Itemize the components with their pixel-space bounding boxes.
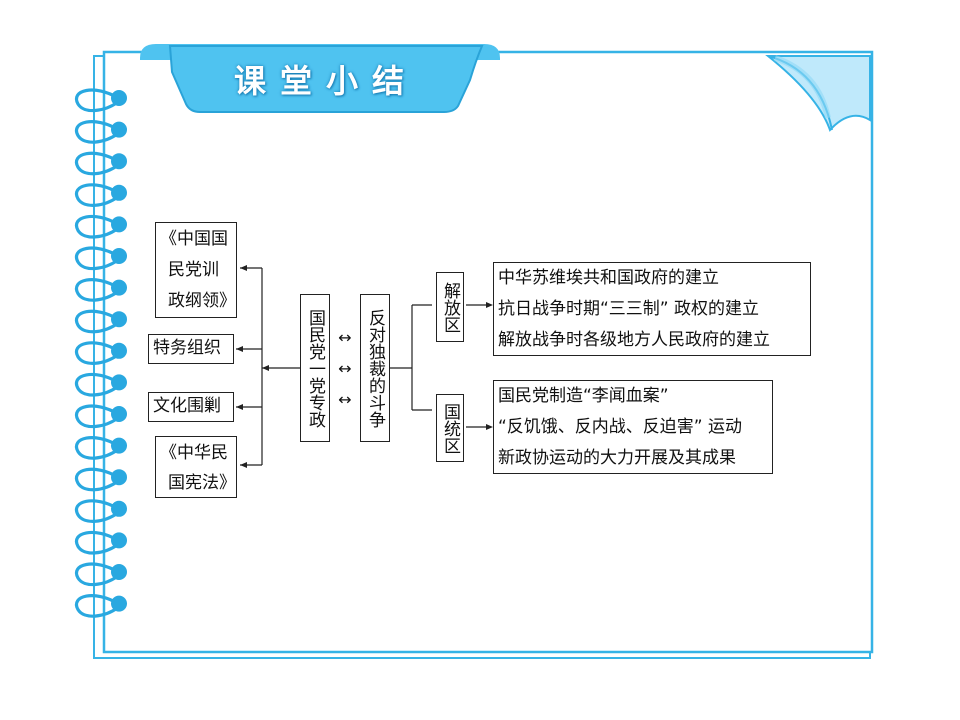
list-item: 国民党制造“李闻血案” bbox=[498, 386, 669, 406]
ring-hole-icon bbox=[111, 279, 127, 296]
vertical-label: 国统区 bbox=[440, 402, 460, 454]
box-line: 《中国国 bbox=[160, 229, 228, 249]
box-training-program: 《中国国 民党训 政纲领》 bbox=[155, 222, 239, 320]
box-label: 文化围剿 bbox=[153, 396, 221, 416]
box-one-party-rule: 国民党一党专政 bbox=[300, 294, 332, 444]
ring-hole-icon bbox=[111, 184, 127, 201]
spiral-ring-icon bbox=[74, 183, 119, 207]
spiral-ring-icon bbox=[74, 278, 119, 302]
ring-hole-icon bbox=[111, 153, 127, 170]
box-label: 特务组织 bbox=[153, 338, 221, 358]
ring-hole-icon bbox=[111, 564, 127, 580]
double-arrow-icon: ↔ bbox=[338, 359, 352, 378]
box-line: 民党训 bbox=[168, 260, 219, 280]
spiral-ring-icon bbox=[74, 88, 119, 113]
spiral-ring-icon bbox=[74, 246, 119, 271]
spiral-ring-icon bbox=[74, 562, 119, 587]
box-liberated-items: 中华苏维埃共和国政府的建立 抗日战争时期“三三制” 政权的建立 解放战争时各级地… bbox=[493, 262, 813, 358]
spiral-ring-icon bbox=[74, 499, 119, 523]
ring-hole-icon bbox=[111, 90, 127, 106]
box-constitution: 《中华民 国宪法》 bbox=[155, 436, 239, 500]
list-item: 中华苏维埃共和国政府的建立 bbox=[498, 268, 719, 288]
spiral-ring-icon bbox=[74, 120, 119, 144]
ring-hole-icon bbox=[111, 595, 127, 612]
spiral-ring-icon bbox=[74, 341, 119, 365]
list-item: 新政协运动的大力开展及其成果 bbox=[498, 448, 736, 468]
list-item: “反饥饿、反内战、反迫害” 运动 bbox=[498, 417, 743, 437]
ring-hole-icon bbox=[111, 121, 127, 138]
box-liberated-area: 解放区 bbox=[436, 272, 466, 344]
ring-hole-icon bbox=[111, 437, 127, 454]
list-item: 抗日战争时期“三三制” 政权的建立 bbox=[498, 299, 760, 319]
spiral-ring-icon bbox=[74, 467, 119, 492]
ring-hole-icon bbox=[111, 374, 127, 391]
ring-hole-icon bbox=[111, 406, 127, 422]
ring-hole-icon bbox=[111, 532, 127, 549]
page-title: 课堂小结 bbox=[233, 62, 418, 100]
box-anti-dictatorship: 反对独裁的斗争 bbox=[360, 294, 392, 444]
ring-hole-icon bbox=[111, 469, 127, 486]
box-kmt-area: 国统区 bbox=[436, 394, 466, 464]
vertical-label: 国民党一党专政 bbox=[305, 308, 325, 428]
ring-hole-icon bbox=[111, 311, 127, 328]
spiral-ring-icon bbox=[74, 530, 119, 555]
spiral-ring-icon bbox=[74, 404, 119, 429]
spiral-ring-icon bbox=[74, 436, 119, 460]
ring-hole-icon bbox=[111, 342, 127, 359]
vertical-label: 反对独裁的斗争 bbox=[365, 308, 385, 428]
double-arrows: ↔ ↔ ↔ bbox=[334, 322, 356, 412]
ring-hole-icon bbox=[111, 500, 127, 517]
spiral-ring-icon bbox=[74, 372, 119, 397]
vertical-label: 解放区 bbox=[440, 281, 460, 333]
spiral-ring-icon bbox=[74, 594, 119, 618]
spiral-ring-icon bbox=[74, 151, 119, 176]
box-kmt-items: 国民党制造“李闻血案” “反饥饿、反内战、反迫害” 运动 新政协运动的大力开展及… bbox=[493, 380, 775, 476]
box-line: 国宪法》 bbox=[168, 473, 236, 493]
spiral-ring-icon bbox=[74, 309, 119, 334]
ring-hole-icon bbox=[111, 216, 127, 233]
ring-hole-icon bbox=[111, 248, 127, 264]
spiral-ring-icon bbox=[74, 214, 119, 239]
box-line: 政纲领》 bbox=[168, 291, 236, 311]
box-cultural-suppression: 文化围剿 bbox=[148, 392, 236, 424]
box-secret-service: 特务组织 bbox=[148, 334, 236, 366]
double-arrow-icon: ↔ bbox=[338, 328, 352, 347]
double-arrow-icon: ↔ bbox=[338, 390, 352, 409]
list-item: 解放战争时各级地方人民政府的建立 bbox=[498, 330, 770, 350]
box-line: 《中华民 bbox=[160, 443, 228, 463]
